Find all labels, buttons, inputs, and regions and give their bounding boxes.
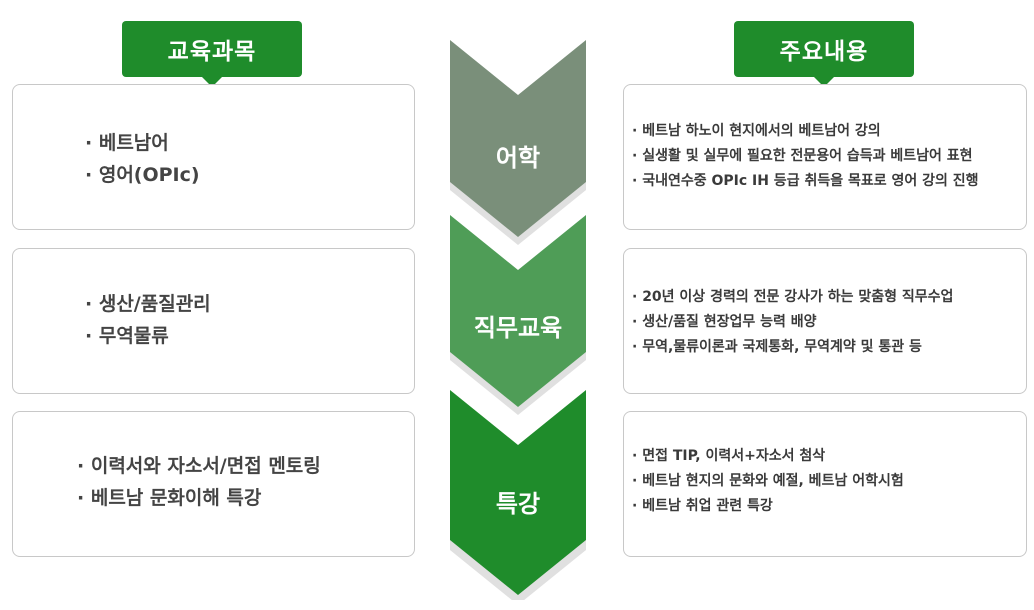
- step-label-lecture: 특강: [495, 490, 541, 518]
- content-box-job: · 20년 이상 경력의 전문 강사가 하는 맞춤형 직무수업 · 생산/품질 …: [623, 248, 1027, 394]
- step-label-language: 어학: [495, 144, 541, 172]
- content-item: · 국내연수중 OPIc IH 등급 취득을 목표로 영어 강의 진행: [632, 173, 979, 189]
- subject-box-language: · 베트남어 · 영어(OPIc): [12, 84, 415, 230]
- step-label-job: 직무교육: [473, 314, 563, 342]
- subject-item: · 이력서와 자소서/면접 멘토링: [77, 455, 321, 477]
- subject-box-job: · 생산/품질관리 · 무역물류: [12, 248, 415, 394]
- subject-item: · 베트남 문화이해 특강: [77, 487, 262, 509]
- chevron-language: [450, 40, 586, 237]
- chevron-job: [450, 215, 586, 407]
- chevron-lecture: [450, 390, 586, 595]
- content-box-language: · 베트남 하노이 현지에서의 베트남어 강의 · 실생활 및 실무에 필요한 …: [623, 84, 1027, 230]
- content-item: · 베트남 취업 관련 특강: [632, 498, 773, 514]
- subject-item: · 생산/품질관리: [85, 293, 211, 315]
- process-chevrons: [450, 40, 586, 600]
- content-item: · 무역,물류이론과 국제통화, 무역계약 및 통관 등: [632, 339, 922, 355]
- subjects-header: 교육과목: [122, 21, 302, 87]
- content-box-lecture: · 면접 TIP, 이력서+자소서 첨삭 · 베트남 현지의 문화와 예절, 베…: [623, 411, 1027, 557]
- content-item: · 베트남 현지의 문화와 예절, 베트남 어학시험: [632, 473, 904, 489]
- content-item: · 20년 이상 경력의 전문 강사가 하는 맞춤형 직무수업: [632, 289, 954, 305]
- content-item: · 베트남 하노이 현지에서의 베트남어 강의: [632, 123, 881, 139]
- subject-item: · 베트남어: [85, 132, 169, 154]
- content-item: · 면접 TIP, 이력서+자소서 첨삭: [632, 448, 826, 464]
- contents-header: 주요내용: [734, 21, 914, 87]
- content-item: · 생산/품질 현장업무 능력 배양: [632, 314, 817, 330]
- subject-box-lecture: · 이력서와 자소서/면접 멘토링 · 베트남 문화이해 특강: [12, 411, 415, 557]
- content-item: · 실생활 및 실무에 필요한 전문용어 습득과 베트남어 표현: [632, 148, 973, 164]
- subject-item: · 영어(OPIc): [85, 164, 200, 186]
- subject-item: · 무역물류: [85, 325, 169, 347]
